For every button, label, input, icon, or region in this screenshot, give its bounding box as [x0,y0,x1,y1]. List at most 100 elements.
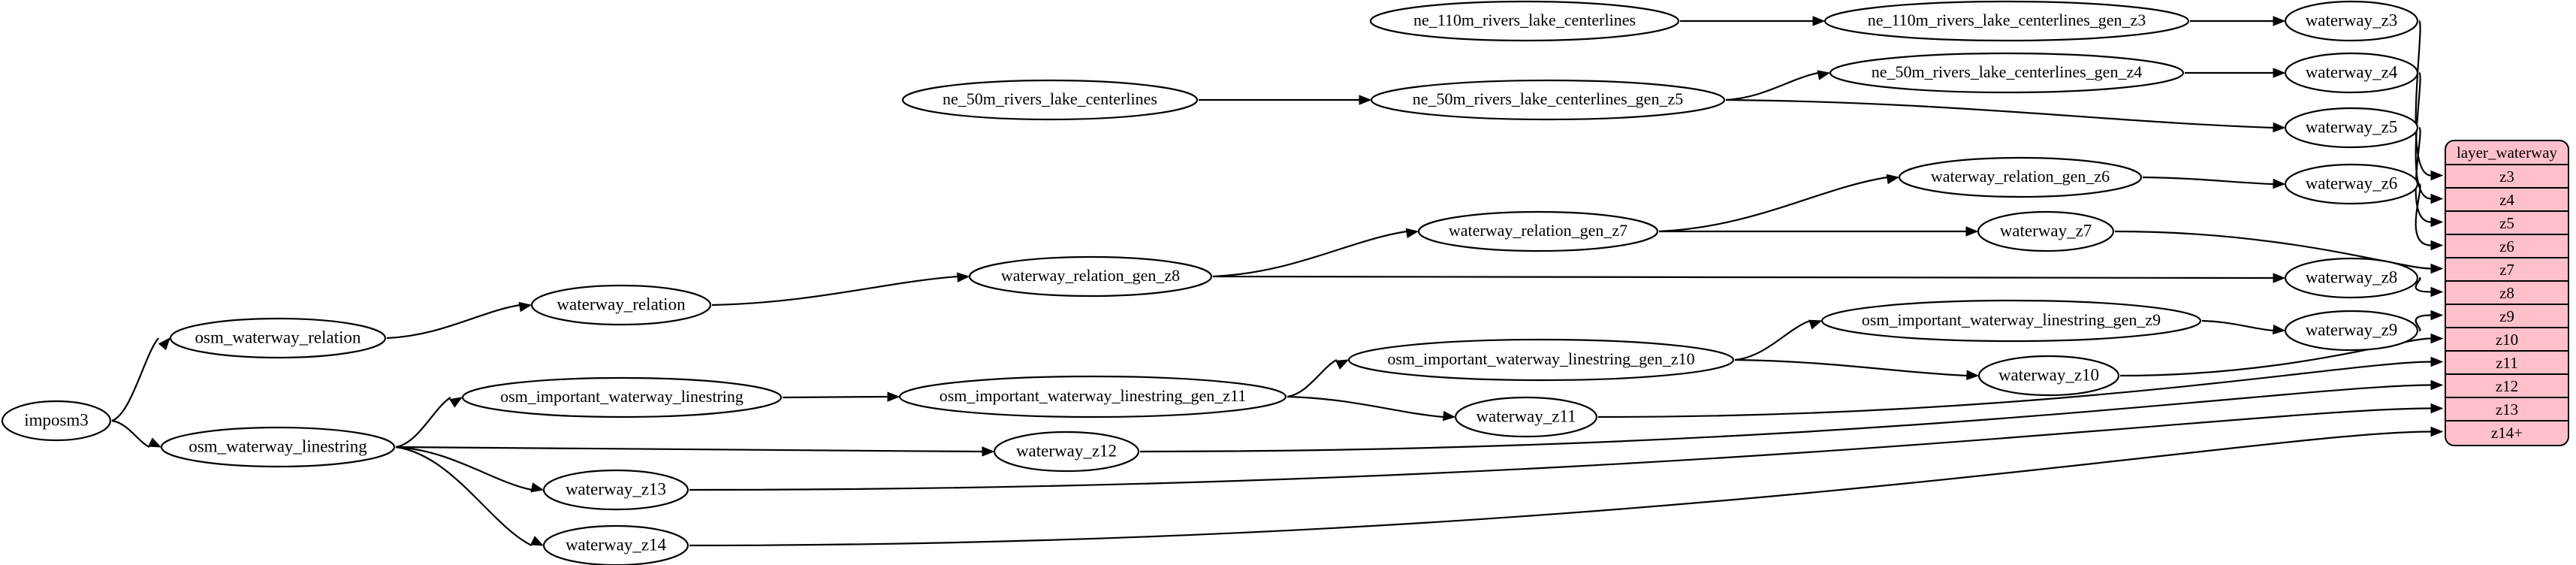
layer-table-row-z4[interactable]: z4 [2446,189,2568,212]
node-waterway_z6[interactable]: waterway_z6 [2284,163,2419,205]
node-osm_important_waterway_linestring[interactable]: osm_important_waterway_linestring [461,376,783,418]
edge-waterway_z7-to-layer_waterway-z7 [2114,230,2432,270]
node-imposm3[interactable]: imposm3 [1,400,112,442]
node-label-waterway_relation_gen_z8: waterway_relation_gen_z8 [1001,266,1180,285]
node-label-ne_50m_rivers_lake_centerlines: ne_50m_rivers_lake_centerlines [943,89,1157,108]
edge-arrowhead [2430,216,2444,228]
layer-table-row-z13[interactable]: z13 [2446,398,2568,421]
layer-table-row-z11[interactable]: z11 [2446,352,2568,375]
edge-arrowhead [1359,95,1372,105]
edge-arrowhead [2430,356,2444,367]
layer-table-row-z12[interactable]: z12 [2446,375,2568,398]
node-shape-osm_important_waterway_linestring_gen_z11 [898,375,1287,418]
edge-arrowhead [2430,310,2444,321]
node-osm_important_waterway_linestring_gen_z11[interactable]: osm_important_waterway_linestring_gen_z1… [898,375,1287,418]
node-shape-osm_important_waterway_linestring_gen_z10 [1347,338,1735,382]
node-shape-osm_important_waterway_linestring_gen_z9 [1820,299,2202,343]
node-shape-waterway_relation_gen_z6 [1898,156,2143,198]
node-shape-waterway_relation [530,284,712,326]
node-label-waterway_z9: waterway_z9 [2306,320,2398,339]
node-waterway_z4[interactable]: waterway_z4 [2284,52,2419,94]
node-label-ne_50m_rivers_lake_centerlines_gen_z4: ne_50m_rivers_lake_centerlines_gen_z4 [1872,62,2142,81]
edge-arrowhead [2430,193,2444,204]
edge-arrowhead [148,437,162,448]
node-waterway_z11[interactable]: waterway_z11 [1454,396,1598,438]
node-waterway_z7[interactable]: waterway_z7 [1977,210,2115,252]
node-waterway_z3[interactable]: waterway_z3 [2284,0,2419,42]
edge-arrowhead [2272,324,2286,335]
node-shape-waterway_z4 [2284,52,2419,94]
layer-table-row-z3[interactable]: z3 [2446,165,2568,189]
layer-waterway-record-table[interactable]: layer_waterway z3 z4 z5 z6 z7 z8 z9 z10 … [2445,140,2569,446]
node-shape-waterway_z3 [2284,0,2419,42]
edge-arrowhead [158,337,170,351]
edge-waterway_relation_gen_z8-to-waterway_relation_gen_z7 [1212,230,1407,278]
edge-osm_waterway_linestring-to-osm_important_waterway_linestring [395,397,451,449]
edge-arrowhead [887,391,900,402]
edge-arrowhead [2273,16,2286,26]
node-label-osm_important_waterway_linestring_gen_z11: osm_important_waterway_linestring_gen_z1… [940,386,1247,405]
edge-arrowhead [1965,226,1979,237]
node-label-osm_important_waterway_linestring_gen_z9: osm_important_waterway_linestring_gen_z9 [1862,310,2161,329]
node-osm_important_waterway_linestring_gen_z10[interactable]: osm_important_waterway_linestring_gen_z1… [1347,338,1735,382]
node-waterway_z5[interactable]: waterway_z5 [2284,107,2419,149]
node-waterway_z12[interactable]: waterway_z12 [993,431,1140,473]
node-shape-waterway_z5 [2284,107,2419,149]
edge-imposm3-to-osm_waterway_linestring [111,419,150,448]
layer-table-row-z5[interactable]: z5 [2446,212,2568,235]
edge-osm_important_waterway_linestring_gen_z9-to-waterway_z9 [2201,319,2274,332]
edge-imposm3-to-osm_waterway_relation [111,337,159,422]
edge-waterway_z6-to-layer_waterway-z6 [2415,183,2432,246]
node-shape-waterway_relation_gen_z7 [1417,210,1659,252]
edge-waterway_relation_gen_z8-to-waterway_z8 [1212,275,2274,279]
node-shape-waterway_z8 [2284,257,2419,299]
edge-waterway_z8-to-layer_waterway-z8 [2415,276,2432,293]
node-waterway_relation_gen_z6[interactable]: waterway_relation_gen_z6 [1898,156,2143,198]
node-waterway_z9[interactable]: waterway_z9 [2284,310,2419,352]
edge-arrowhead [2273,122,2286,133]
node-ne_50m_rivers_lake_centerlines_gen_z5[interactable]: ne_50m_rivers_lake_centerlines_gen_z5 [1370,79,1726,121]
node-ne_110m_rivers_lake_centerlines[interactable]: ne_110m_rivers_lake_centerlines [1369,0,1680,42]
edge-osm_important_waterway_linestring_gen_z10-to-osm_important_waterway_linestring_gen_z9 [1734,319,1811,361]
edge-arrowhead [530,536,544,546]
layer-table-row-z7[interactable]: z7 [2446,258,2568,282]
edge-osm_important_waterway_linestring_gen_z11-to-waterway_z11 [1286,395,1444,418]
layer-table-row-z9[interactable]: z9 [2446,305,2568,328]
node-shape-osm_waterway_linestring [160,426,396,468]
node-osm_important_waterway_linestring_gen_z9[interactable]: osm_important_waterway_linestring_gen_z9 [1820,299,2202,343]
edge-arrowhead [2430,286,2444,298]
layer-table-row-z14plus[interactable]: z14+ [2490,424,2523,442]
node-ne_110m_rivers_lake_centerlines_gen_z3[interactable]: ne_110m_rivers_lake_centerlines_gen_z3 [1823,0,2190,42]
layer-table-row-z8[interactable]: z8 [2446,282,2568,305]
node-osm_waterway_relation[interactable]: osm_waterway_relation [169,317,387,359]
node-osm_waterway_linestring[interactable]: osm_waterway_linestring [160,426,396,468]
node-shape-osm_important_waterway_linestring [461,376,783,418]
edge-arrowhead [449,397,463,408]
node-ne_50m_rivers_lake_centerlines_gen_z4[interactable]: ne_50m_rivers_lake_centerlines_gen_z4 [1829,52,2185,94]
node-label-waterway_z5: waterway_z5 [2306,117,2398,136]
node-ne_50m_rivers_lake_centerlines[interactable]: ne_50m_rivers_lake_centerlines [901,79,1199,121]
node-waterway_relation[interactable]: waterway_relation [530,284,712,326]
node-label-waterway_z11: waterway_z11 [1476,406,1576,425]
edge-arrowhead [2430,240,2444,251]
edge-waterway_z12-to-layer_waterway-z12 [1139,384,2432,453]
node-waterway_relation_gen_z7[interactable]: waterway_relation_gen_z7 [1417,210,1659,252]
layer-table-row-z6[interactable]: z6 [2446,235,2568,258]
layer-table-header: layer_waterway [2446,141,2568,165]
node-waterway_z13[interactable]: waterway_z13 [542,469,689,511]
edge-waterway_z13-to-layer_waterway-z13 [689,407,2432,491]
node-waterway_z10[interactable]: waterway_z10 [1977,355,2120,397]
node-shape-ne_50m_rivers_lake_centerlines [901,79,1199,121]
edge-arrowhead [2273,68,2286,78]
node-shape-ne_110m_rivers_lake_centerlines_gen_z3 [1823,0,2190,42]
node-waterway_z8[interactable]: waterway_z8 [2284,257,2419,299]
node-label-waterway_z8: waterway_z8 [2306,267,2398,286]
node-label-waterway_z6: waterway_z6 [2306,174,2398,192]
node-waterway_relation_gen_z8[interactable]: waterway_relation_gen_z8 [968,255,1213,298]
edge-arrowhead [2430,426,2444,437]
node-label-waterway_relation_gen_z6: waterway_relation_gen_z6 [1931,167,2110,186]
node-waterway_z14[interactable]: waterway_z14 [542,524,689,565]
layer-table-row-z10[interactable]: z10 [2446,328,2568,352]
